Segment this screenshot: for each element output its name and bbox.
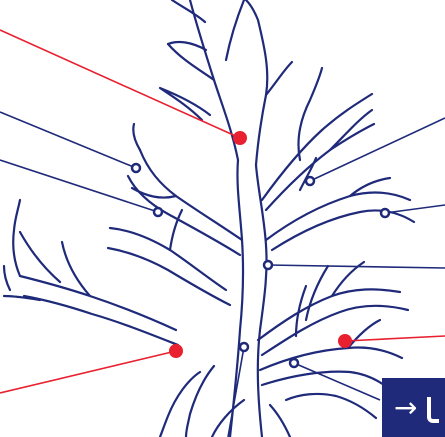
trunk-left-edge	[228, 158, 245, 437]
twig-mid-left	[158, 86, 212, 122]
twig-far-left-2	[18, 230, 62, 284]
next-button-decoration	[427, 396, 440, 423]
twig-right-3	[348, 176, 392, 198]
branch-left-mid-b	[126, 174, 242, 257]
branch-far-left	[18, 274, 178, 332]
branch-lower-right	[256, 288, 402, 342]
branch-lower-right-d	[260, 370, 390, 390]
twig-top-4	[170, 0, 207, 24]
twig-far-left-4	[2, 264, 12, 292]
branch-right-upper	[260, 92, 374, 202]
callout-marker-c1[interactable]	[233, 131, 247, 145]
twig-far-left-1	[60, 240, 92, 298]
arrow-right-icon: →	[394, 390, 418, 424]
callout-line-c5	[384, 204, 445, 214]
next-button[interactable]: →	[382, 378, 445, 437]
twig-top-1	[224, 0, 246, 62]
callout-marker-c3[interactable]	[152, 206, 164, 218]
callout-marker-c5[interactable]	[379, 207, 391, 219]
callout-marker-c9[interactable]	[238, 341, 250, 353]
tree-branches	[2, 0, 416, 437]
branch-far-left-b	[22, 294, 180, 347]
branch-right-upper-b	[264, 122, 376, 212]
callout-line-c10	[293, 362, 381, 401]
callout-line-c7	[0, 350, 177, 394]
callout-marker-c10[interactable]	[288, 357, 300, 369]
twig-lower-right-2	[304, 264, 330, 322]
callout-line-c6	[267, 264, 445, 269]
twig-left-3	[168, 208, 184, 252]
callout-lines	[0, 29, 445, 437]
twig-left-1	[132, 122, 142, 152]
twig-far-left-5	[2, 294, 42, 302]
twig-top-5	[264, 60, 294, 97]
callout-line-c9	[227, 346, 245, 437]
callout-markers	[130, 131, 391, 369]
branch-lower-right-c	[258, 346, 404, 372]
branch-lower-right-e	[284, 392, 378, 420]
twig-left-2	[130, 186, 178, 199]
branch-bottom-left	[158, 370, 202, 437]
callout-line-c1	[0, 29, 241, 139]
root-left	[210, 398, 246, 437]
twig-top-3	[166, 40, 208, 52]
twig-lower-right-1	[330, 260, 366, 298]
branch-bottom-left-b	[184, 364, 216, 437]
callout-marker-c6[interactable]	[262, 259, 274, 271]
callout-line-c3	[0, 159, 159, 213]
twig-right-4	[298, 156, 318, 192]
trunk-right-edge	[254, 163, 268, 437]
branch-lower-right-b	[260, 304, 410, 357]
callout-marker-c2[interactable]	[130, 162, 142, 174]
callout-line-c4	[309, 117, 445, 182]
callout-marker-c7[interactable]	[169, 344, 183, 358]
twig-right-1	[328, 108, 374, 152]
branch-right-mid-b	[270, 209, 416, 252]
callout-line-c2	[0, 111, 137, 169]
twig-far-left-3	[12, 198, 22, 278]
callout-marker-c8[interactable]	[338, 334, 352, 348]
branch-upper-right	[244, 0, 269, 167]
twig-right-2	[297, 66, 324, 162]
callout-line-c8	[344, 335, 445, 342]
root-right	[268, 403, 292, 437]
twig-lower-right-4	[346, 318, 382, 350]
callout-marker-c4[interactable]	[304, 175, 316, 187]
twig-top-2	[166, 42, 216, 82]
branch-left-low-b	[106, 246, 232, 307]
twig-lower-right-3	[294, 284, 308, 338]
